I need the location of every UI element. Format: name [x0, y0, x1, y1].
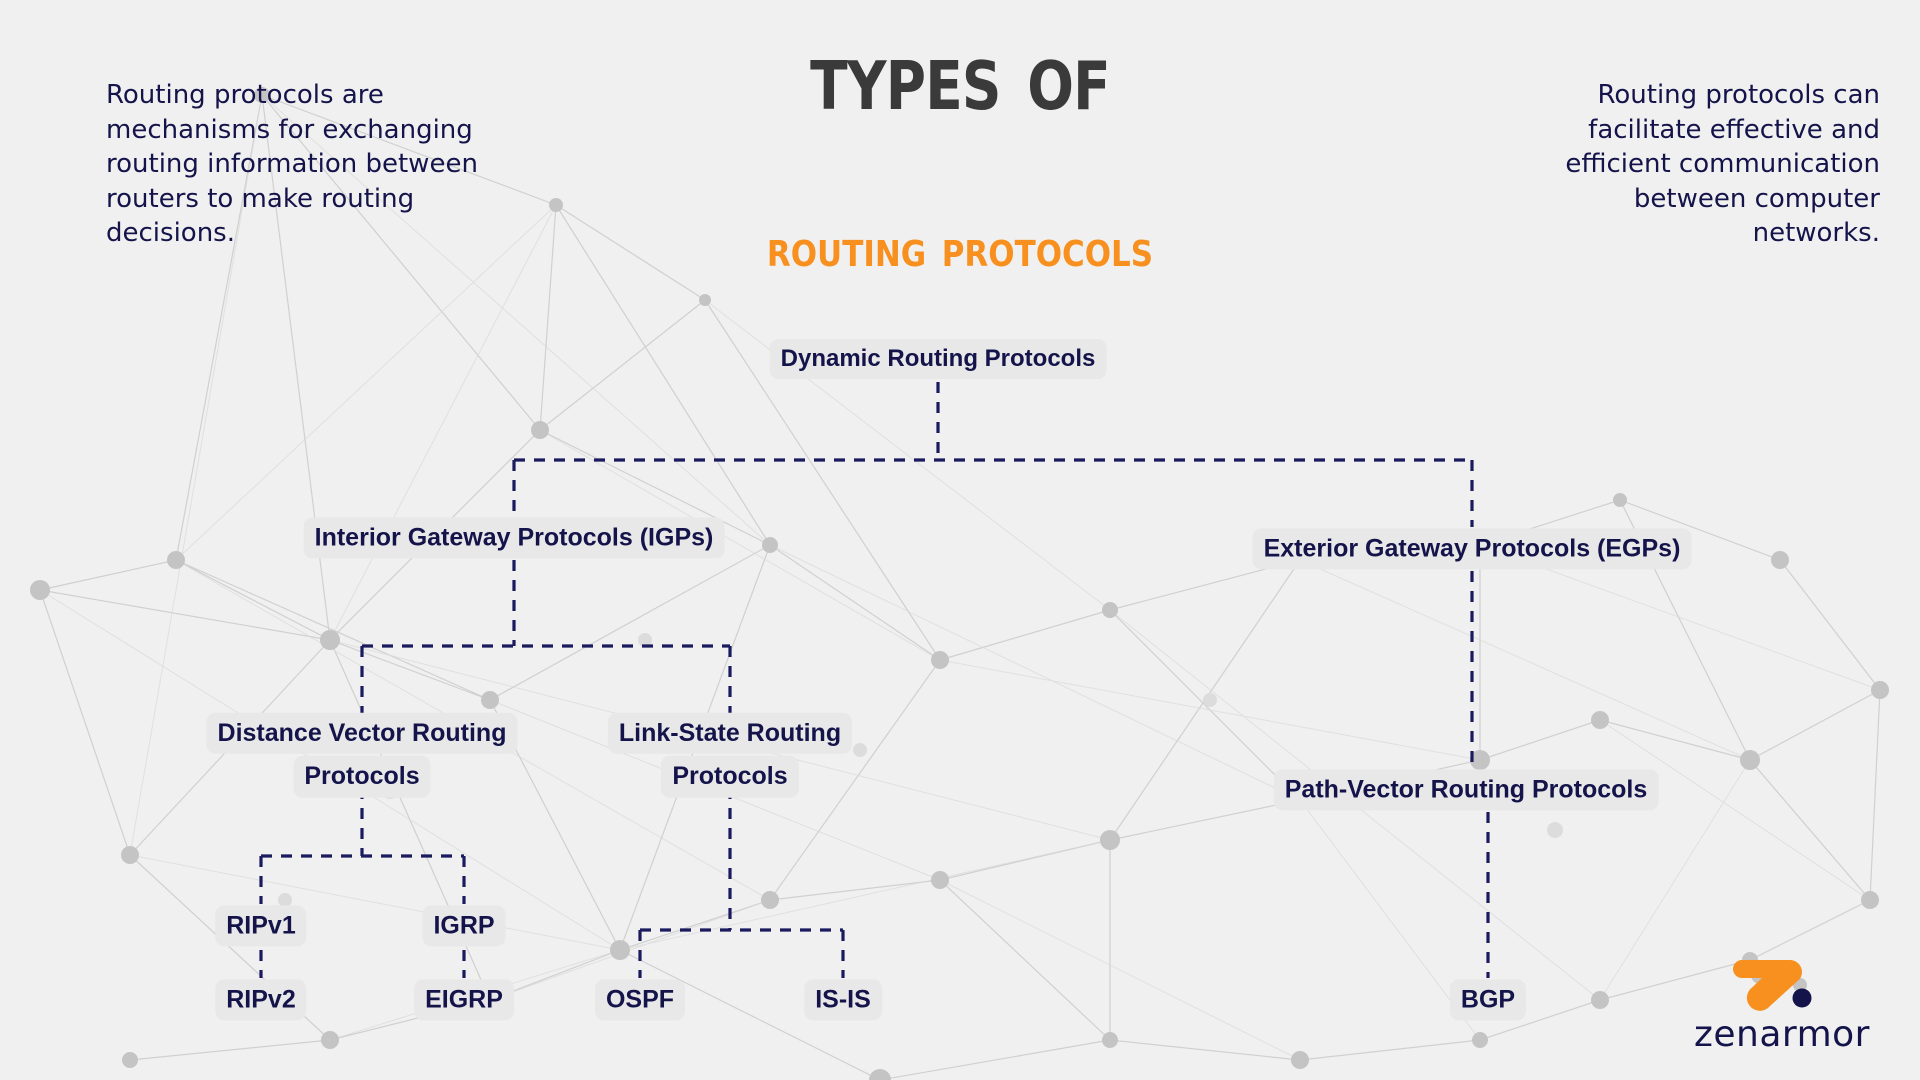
- diagram-node-label: Protocols: [293, 756, 431, 798]
- diagram-node-ospf: OSPF: [594, 979, 686, 1021]
- diagram-node-label: RIPv1: [215, 905, 307, 947]
- blurb-left: Routing protocols are mechanisms for exc…: [106, 80, 478, 249]
- diagram-node-label: Link-State Routing: [607, 712, 853, 754]
- diagram-node-label: Interior Gateway Protocols (IGPs): [303, 517, 725, 559]
- diagram-node-bgp: BGP: [1449, 979, 1527, 1021]
- diagram-node-ripv1: RIPv1: [215, 905, 307, 947]
- diagram-node-label: Path-Vector Routing Protocols: [1273, 769, 1659, 811]
- diagram-node-label: Dynamic Routing Protocols: [769, 339, 1107, 379]
- diagram-node-label: RIPv2: [215, 979, 307, 1021]
- diagram-node-isis: IS-IS: [804, 979, 882, 1021]
- diagram-node-label: Protocols: [661, 756, 799, 798]
- diagram-node-label: IS-IS: [804, 979, 882, 1021]
- diagram-node-label: Exterior Gateway Protocols (EGPs): [1252, 528, 1692, 570]
- diagram-node-label: IGRP: [422, 905, 506, 947]
- page-subtitle: Routing Protocols: [766, 219, 1154, 279]
- diagram-node-pv: Path-Vector Routing Protocols: [1273, 769, 1659, 811]
- diagram-node-ripv2: RIPv2: [215, 979, 307, 1021]
- zenarmor-mark-icon: [1733, 960, 1812, 1011]
- page-title: Types of: [810, 20, 1111, 132]
- diagram-node-igrp: IGRP: [422, 905, 506, 947]
- diagram-node-egp: Exterior Gateway Protocols (EGPs): [1252, 528, 1692, 570]
- blurb-right: Routing protocols can facilitate effecti…: [1565, 80, 1880, 249]
- zenarmor-logo: zenarmor: [1694, 960, 1870, 1055]
- diagram-node-label: OSPF: [594, 979, 686, 1021]
- diagram-node-eigrp: EIGRP: [414, 979, 514, 1021]
- diagram-node-label: Distance Vector Routing: [206, 712, 518, 754]
- zenarmor-wordmark: zenarmor: [1694, 1014, 1870, 1055]
- diagram-node-igp: Interior Gateway Protocols (IGPs): [303, 517, 725, 559]
- diagram-node-label: EIGRP: [414, 979, 514, 1021]
- diagram-node-dynamic: Dynamic Routing Protocols: [769, 339, 1107, 379]
- diagram-node-label: BGP: [1449, 979, 1527, 1021]
